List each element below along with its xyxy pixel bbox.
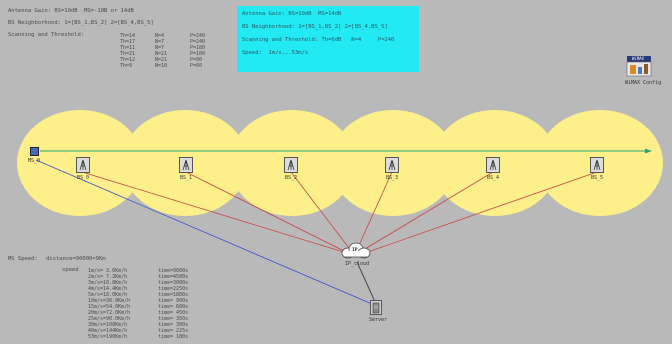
ip-cloud-symbol: IP (352, 248, 358, 253)
link-bs0-cloud (81, 171, 351, 255)
threshold-p: P=180 (190, 45, 206, 51)
parameters-info-box: Antenna Gain: BS=10dB MS=14dB BS Neighbo… (237, 6, 419, 72)
base-station-icon-bs5[interactable] (590, 157, 604, 173)
speed-value: 5m/s=18.0Km/h (88, 292, 128, 298)
time-value: time=2250s (158, 286, 189, 292)
trajectory-arrowhead (645, 148, 652, 154)
ms-speed-title: MS Speed: (8, 256, 38, 262)
speed-value: 53m/s=190Km/h (88, 334, 128, 340)
bs-label: BS_5 (591, 175, 604, 181)
link-bs1-cloud (185, 171, 351, 255)
threshold-p: P=60 (190, 63, 203, 69)
wimax-badge: WiMAX (632, 56, 645, 61)
server-label: Server (369, 317, 388, 323)
threshold-n: N=10 (155, 63, 168, 69)
threshold-n: N=4 (155, 33, 165, 39)
wimax-config-button[interactable]: WiMAX WiMAX Config (624, 56, 661, 86)
time-value: time= 360s (158, 316, 189, 322)
wimax-config-label: WiMAX Config (625, 80, 662, 86)
ms-speed-distance: distance=90000=9Km (46, 256, 106, 262)
speed-value: 1m/s= 3.6Km/h (88, 268, 128, 274)
time-value: time=3000s (158, 280, 189, 286)
threshold-p: P=240 (190, 33, 206, 39)
threshold-n: N=7 (155, 39, 165, 45)
bs-label: BS_0 (77, 175, 90, 181)
threshold-th: Th=9 (120, 63, 133, 69)
bs-label: BS_1 (180, 175, 193, 181)
base-station-icon-bs3[interactable] (385, 157, 399, 173)
time-value: time= 450s (158, 310, 189, 316)
threshold-n: N=21 (155, 51, 168, 57)
speed-value: 30m/s=108Km/h (88, 322, 128, 328)
bs-to-cloud-links (81, 171, 598, 255)
info-bs-neighborhood: BS Neighborhood: 1=[BS_1,BS_2] 2=[BS_4,B… (242, 24, 388, 30)
bs-neighborhood-text: BS Neighborhood: 1=[BS_1,BS_2] 2=[BS_4,B… (8, 20, 154, 26)
threshold-p: P=240 (190, 39, 206, 45)
time-value: time= 600s (158, 304, 189, 310)
threshold-th: Th=12 (120, 57, 136, 63)
threshold-n: N=21 (155, 57, 168, 63)
speed-value: 25m/s=90.0Km/h (88, 316, 131, 322)
base-station-icon-bs4[interactable] (486, 157, 500, 173)
antenna-gain-text: Antenna Gain: BS=10dB MS=-10B or 14dB (8, 8, 134, 14)
ms-label: MS_0 (28, 158, 41, 164)
threshold-th: Th=21 (120, 51, 136, 57)
link-ms-server (35, 159, 373, 305)
bs-label: BS_4 (487, 175, 500, 181)
speed-value: 20m/s=72.0Km/h (88, 310, 131, 316)
time-value: time=1800s (158, 292, 189, 298)
bs-label: BS_2 (285, 175, 298, 181)
threshold-th: Th=14 (120, 33, 136, 39)
scanning-threshold-label: Scanning and Threshold: (8, 32, 85, 38)
link-cloud-server (356, 261, 377, 305)
speed-value: 10m/s=36.0Km/h (88, 298, 131, 304)
threshold-p: P=100 (190, 51, 206, 57)
time-value: time=4500s (158, 274, 189, 280)
threshold-th: Th=11 (120, 45, 136, 51)
base-station-icon-bs1[interactable] (179, 157, 193, 173)
coverage-cells (17, 110, 663, 216)
threshold-n: N=7 (155, 45, 165, 51)
speed-value: 2m/s= 7.2Km/h (88, 274, 128, 280)
speed-value: 3m/s=10.8Km/h (88, 280, 128, 286)
server-icon[interactable] (370, 300, 382, 315)
threshold-p: P=80 (190, 57, 203, 63)
time-value: time= 180s (158, 334, 189, 340)
link-bs4-cloud (359, 171, 494, 253)
ms-speed-label: speed (62, 267, 79, 273)
ip-cloud-node[interactable] (341, 242, 371, 259)
info-antenna-gain: Antenna Gain: BS=10dB MS=14dB (242, 11, 342, 17)
info-speed: Speed: 1m/s...53m/s (242, 50, 309, 56)
speed-value: 40m/s=144Km/h (88, 328, 128, 334)
time-value: time= 300s (158, 322, 189, 328)
mobile-station-icon[interactable] (30, 147, 39, 156)
link-bs3-cloud (355, 171, 393, 253)
speed-value: 4m/s=14.4Km/h (88, 286, 128, 292)
time-value: time=9000s (158, 268, 189, 274)
info-scanning-threshold: Scanning and Threshold: Th=6dB N=4 P=240 (242, 37, 395, 43)
base-station-icon-bs2[interactable] (284, 157, 298, 173)
base-station-icon-bs0[interactable] (76, 157, 90, 173)
link-bs2-cloud (290, 171, 353, 253)
ip-cloud-label: IP_cloud (345, 261, 370, 267)
speed-value: 15m/s=54.0Km/h (88, 304, 131, 310)
threshold-th: Th=17 (120, 39, 136, 45)
time-value: time= 225s (158, 328, 189, 334)
time-value: time= 900s (158, 298, 189, 304)
link-bs5-cloud (361, 171, 598, 255)
wimax-config-icon (626, 56, 652, 77)
bs-label: BS_3 (386, 175, 399, 181)
